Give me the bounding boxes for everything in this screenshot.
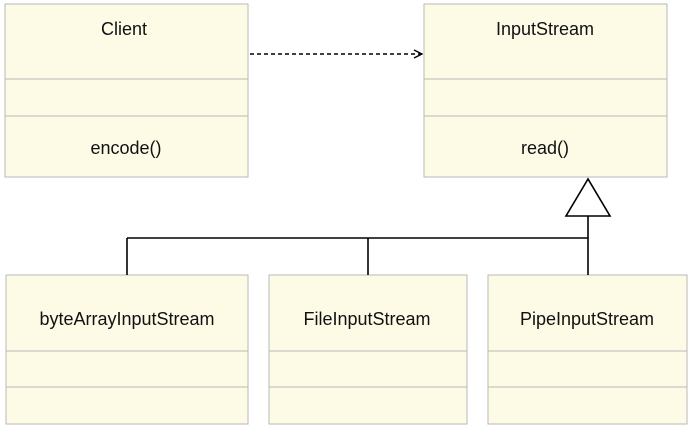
pipe-input-stream-class-name: PipeInputStream [520, 309, 654, 329]
byte-array-input-stream-class-name: byteArrayInputStream [39, 309, 214, 329]
generalization-connectors [126, 177, 612, 275]
client-class: Client encode() [4, 3, 249, 178]
client-class-name: Client [101, 19, 147, 39]
byte-array-input-stream-class: byteArrayInputStream [5, 274, 249, 425]
input-stream-class: InputStream read() [423, 3, 668, 178]
pipe-input-stream-class: PipeInputStream [487, 274, 688, 425]
input-stream-class-name: InputStream [496, 19, 594, 39]
input-stream-class-box [423, 3, 668, 178]
input-stream-method-read: read() [521, 138, 569, 158]
file-input-stream-class: FileInputStream [268, 274, 468, 425]
client-method-encode: encode() [90, 138, 161, 158]
client-class-box [4, 3, 249, 178]
byte-array-input-stream-class-box [5, 274, 249, 425]
file-input-stream-class-name: FileInputStream [303, 309, 430, 329]
generalization-triangle-icon [564, 177, 612, 217]
file-input-stream-class-box [268, 274, 468, 425]
pipe-input-stream-class-box [487, 274, 688, 425]
